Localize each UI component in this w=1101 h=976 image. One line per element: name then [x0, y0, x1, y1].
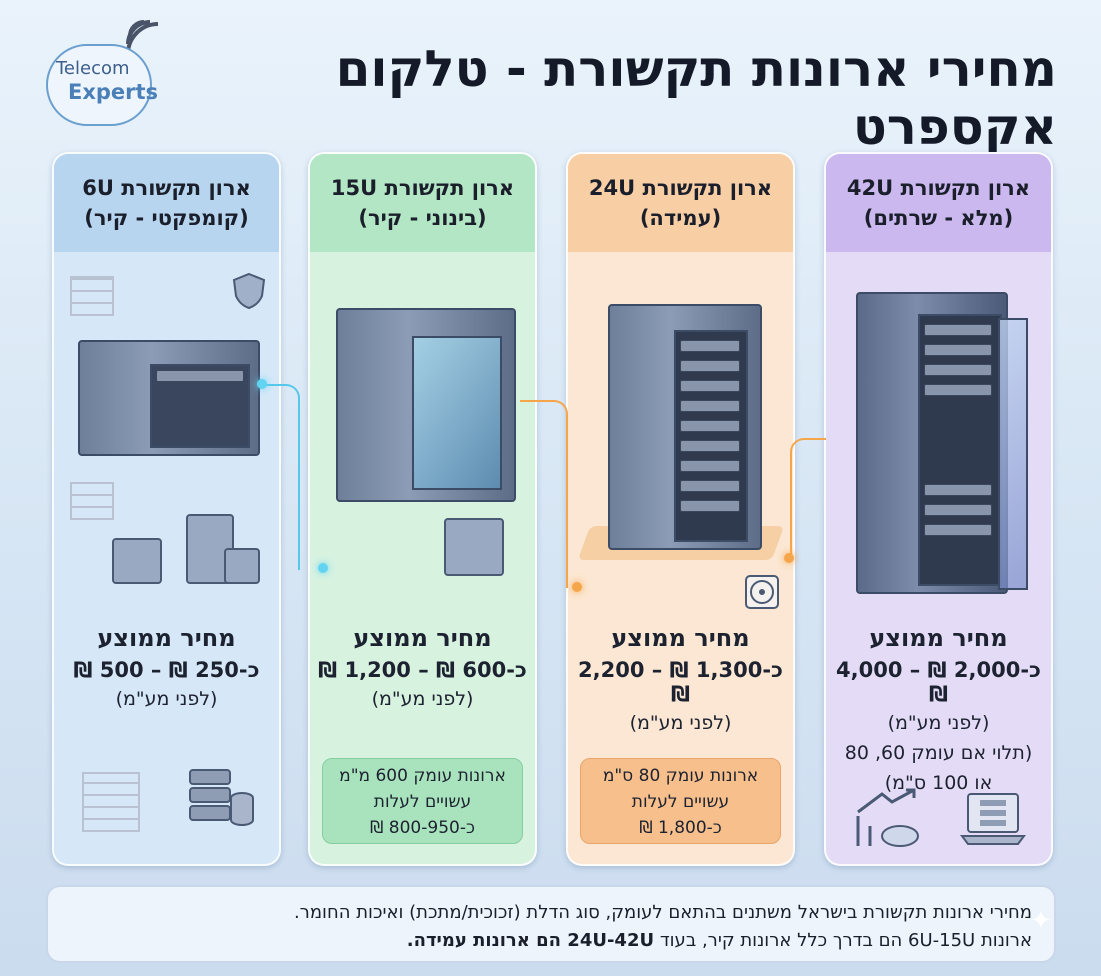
server-box-icon: [224, 548, 260, 584]
server-rack-illustration: [856, 292, 1008, 594]
column-subtitle: (קומפקטי - קיר): [84, 206, 249, 230]
note-line: כ-800-950 ₪: [370, 818, 475, 838]
wall-cabinet-glass-illustration: [336, 308, 516, 502]
column-body: מחיר ממוצע כ-2,000 ₪ – 4,000 ₪ (לפני מע"…: [826, 252, 1051, 864]
brand-line2: Experts: [68, 80, 159, 104]
rack-door-glass: [998, 318, 1028, 590]
column-title: ארון תקשורת 24U: [588, 176, 773, 200]
footer-summary: מחירי ארונות תקשורת בישראל משתנים בהתאם …: [46, 885, 1056, 963]
column-15u: ארון תקשורת 15U (בינוני - קיר) מחיר ממוצ…: [308, 152, 537, 866]
connector-node: [257, 379, 267, 389]
price-note: (לפני מע"מ): [115, 688, 218, 710]
column-6u: ארון תקשורת 6U (קומפקטי - קיר) מחיר ממוצ…: [52, 152, 281, 866]
fan-unit-icon: [112, 538, 162, 584]
connector-line: [790, 438, 826, 560]
floor-rack-illustration: [608, 304, 762, 550]
brand-logo: Telecom Experts: [42, 14, 192, 126]
brick-wall-icon: [82, 772, 140, 832]
connector-node: [784, 553, 794, 563]
column-subtitle: (מלא - שרתים): [863, 206, 1014, 230]
server-stack-icon: [189, 769, 254, 826]
footer-line2-text: ארונות 6U-15U הם בדרך כלל ארונות קיר, בע…: [654, 930, 1032, 951]
sparkle-icon: ✦: [1030, 906, 1052, 936]
cloud-logo-icon: [46, 44, 152, 126]
growth-chart-icon: [856, 788, 919, 847]
connector-node: [572, 582, 582, 592]
note-line: כ-1,800 ₪: [639, 818, 722, 838]
shield-icon: [232, 272, 266, 310]
brick-wall-icon: [70, 276, 114, 316]
column-header: ארון תקשורת 15U (בינוני - קיר): [310, 154, 535, 252]
column-24u: ארון תקשורת 24U (עמידה) מחיר ממוצע כ-1,3…: [566, 152, 795, 866]
price-label: מחיר ממוצע: [611, 624, 750, 652]
price-range: כ-600 ₪ – 1,200 ₪: [318, 658, 527, 682]
depth-note-box: ארונות עומק 600 מ"מ עשויים לעלות כ-800-9…: [322, 758, 523, 844]
column-42u: ארון תקשורת 42U (מלא - שרתים) מחיר ממוצע…: [824, 152, 1053, 866]
column-title: ארון תקשורת 15U: [330, 176, 515, 200]
column-body: מחיר ממוצע כ-1,300 ₪ – 2,200 ₪ (לפני מע"…: [568, 252, 793, 864]
brick-wall-icon: [70, 482, 114, 520]
depth-note-box: ארונות עומק 80 ס"מ עשויים לעלות כ-1,800 …: [580, 758, 781, 844]
price-label: מחיר ממוצע: [97, 624, 236, 652]
connector-line: [520, 400, 568, 588]
laptop-server-icon: [960, 793, 1026, 845]
price-range: כ-1,300 ₪ – 2,200 ₪: [578, 658, 783, 706]
price-note: או 100 ס"מ): [884, 772, 993, 794]
price-label: מחיר ממוצע: [353, 624, 492, 652]
connector-line: [262, 384, 300, 570]
column-subtitle: (בינוני - קיר): [358, 206, 487, 230]
connector-node: [318, 563, 328, 573]
note-line: ארונות עומק 80 ס"מ: [602, 766, 759, 786]
footer-line2: ארונות 6U-15U הם בדרך כלל ארונות קיר, בע…: [48, 927, 1032, 955]
column-body: מחיר ממוצע כ-250 ₪ – 500 ₪ (לפני מע"מ): [54, 252, 279, 864]
price-note: (לפני מע"מ): [629, 712, 732, 734]
server-stack-icon: [444, 518, 504, 576]
price-note: (לפני מע"מ): [371, 688, 474, 710]
price-note: (תלוי אם עומק 60, 80: [844, 742, 1033, 764]
column-header: ארון תקשורת 6U (קומפקטי - קיר): [54, 154, 279, 252]
note-line: ארונות עומק 600 מ"מ: [339, 766, 506, 786]
column-header: ארון תקשורת 42U (מלא - שרתים): [826, 154, 1051, 252]
page-title: מחירי ארונות תקשורת - טלקום אקספרט: [335, 40, 1057, 156]
footer-line1: מחירי ארונות תקשורת בישראל משתנים בהתאם …: [293, 902, 1032, 923]
price-label: מחיר ממוצע: [869, 624, 1008, 652]
brand-line1: Telecom: [56, 58, 130, 79]
price-range: כ-2,000 ₪ – 4,000 ₪: [836, 658, 1041, 706]
column-subtitle: (עמידה): [639, 206, 722, 230]
price-note: (לפני מע"מ): [887, 712, 990, 734]
footer-line2-bold: 24U-42U הם ארונות עמידה.: [406, 930, 655, 951]
column-title: ארון תקשורת 42U: [846, 176, 1031, 200]
column-body: מחיר ממוצע כ-600 ₪ – 1,200 ₪ (לפני מע"מ): [310, 252, 535, 864]
fan-icon: [745, 575, 779, 609]
column-header: ארון תקשורת 24U (עמידה): [568, 154, 793, 252]
wall-cabinet-illustration: [78, 340, 260, 456]
column-title: ארון תקשורת 6U: [82, 176, 251, 200]
note-line: עשויים לעלות: [631, 792, 730, 812]
note-line: עשויים לעלות: [373, 792, 472, 812]
price-range: כ-250 ₪ – 500 ₪: [73, 658, 260, 682]
